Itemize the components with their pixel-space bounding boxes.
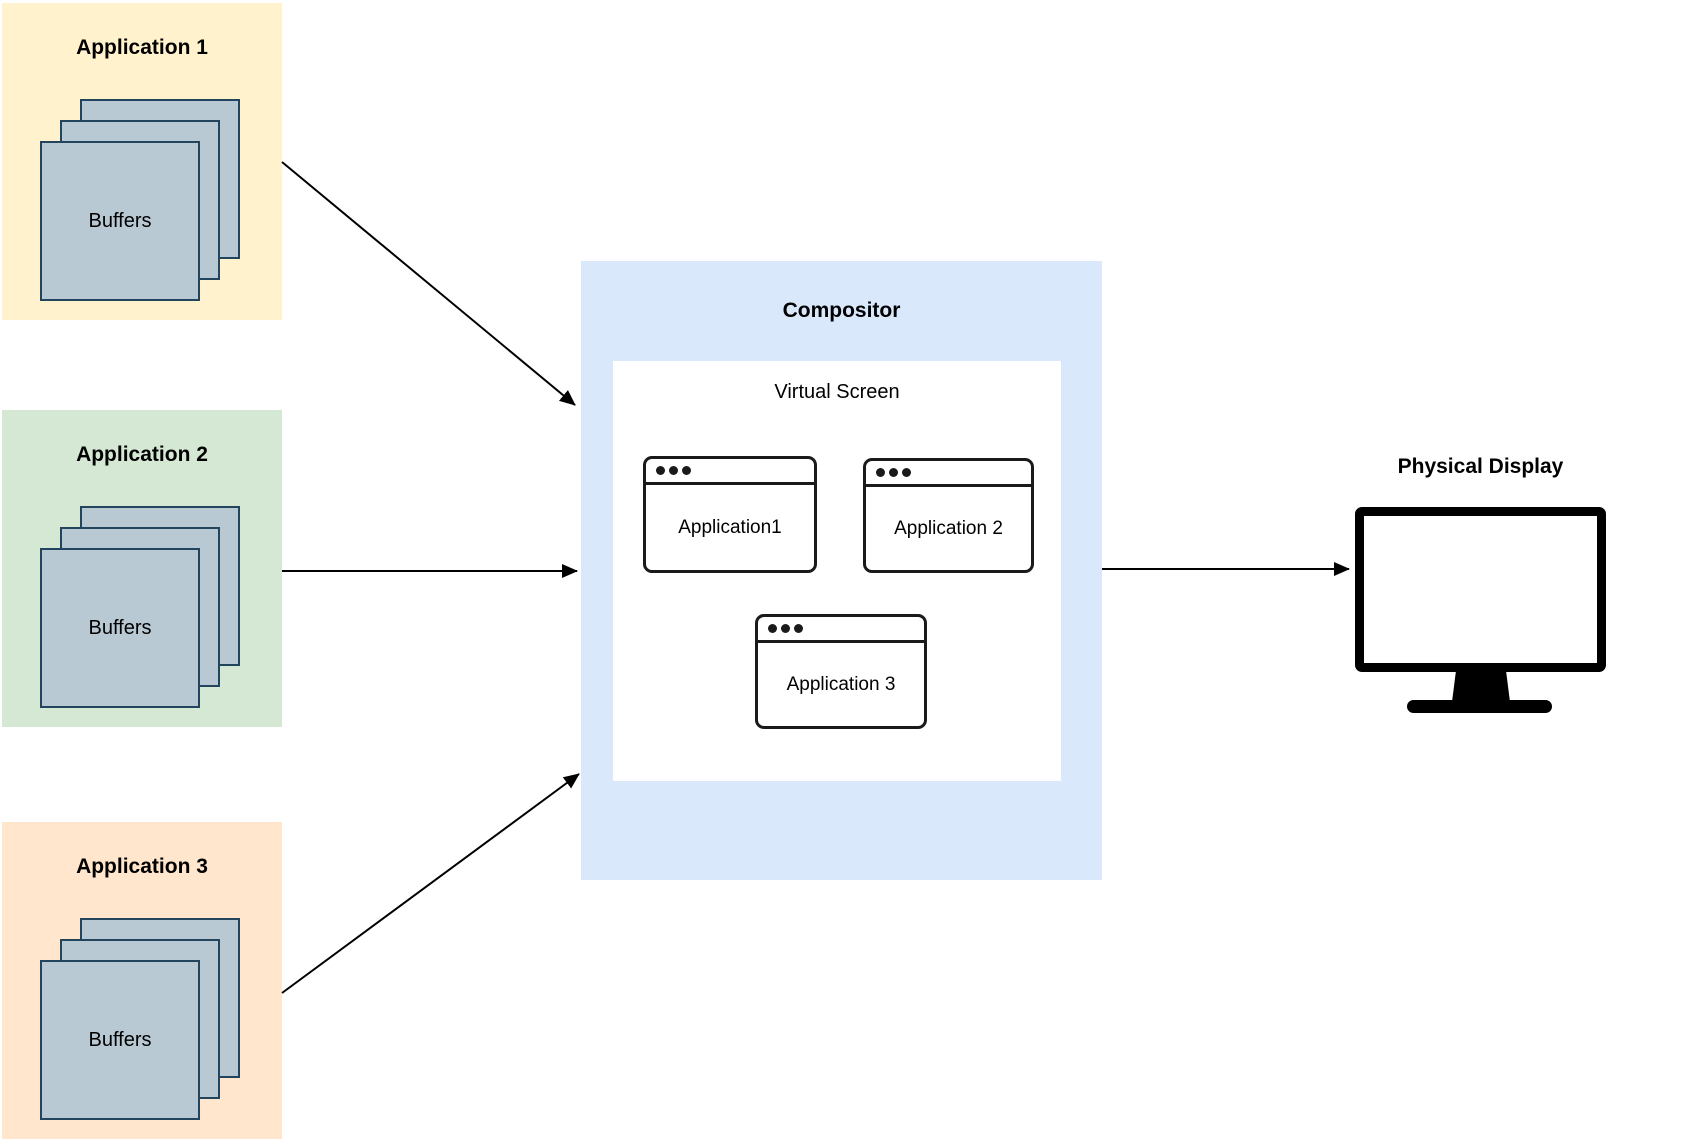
window-button-dot-icon xyxy=(794,624,803,633)
compositor-box: Compositor Virtual Screen Application1 A… xyxy=(581,261,1102,880)
window-titlebar xyxy=(646,459,814,485)
application-1-buffer-stack: Buffers xyxy=(2,3,282,320)
application-1-box: Application 1 Buffers xyxy=(2,3,282,320)
window-titlebar xyxy=(866,461,1031,487)
arrow-app1-to-compositor xyxy=(281,161,576,406)
buffers-label: Buffers xyxy=(88,616,152,639)
compositor-title: Compositor xyxy=(782,299,901,322)
window-titlebar xyxy=(758,617,924,643)
window-button-dot-icon xyxy=(781,624,790,633)
application-2-title: Application 2 xyxy=(76,443,208,466)
monitor-stand-neck xyxy=(1452,670,1510,702)
application-3-title: Application 3 xyxy=(76,855,208,878)
arrow-app3-to-compositor xyxy=(281,773,580,994)
virtual-screen-box: Virtual Screen Application1 Application … xyxy=(613,361,1061,781)
window-application-3: Application 3 xyxy=(755,614,927,729)
application-2-buffer-stack: Buffers xyxy=(2,410,282,727)
application-3-buffer-stack: Buffers xyxy=(2,822,282,1139)
buffers-label: Buffers xyxy=(88,1028,152,1051)
window-application-2: Application 2 xyxy=(863,458,1034,573)
monitor-icon xyxy=(1355,507,1606,672)
window-button-dot-icon xyxy=(669,466,678,475)
window-button-dot-icon xyxy=(889,468,898,477)
window-button-dot-icon xyxy=(656,466,665,475)
window-button-dot-icon xyxy=(876,468,885,477)
buffer-square-front: Buffers xyxy=(40,548,200,708)
window-button-dot-icon xyxy=(682,466,691,475)
window-label: Application 3 xyxy=(786,673,896,695)
application-3-box: Application 3 Buffers xyxy=(2,822,282,1139)
window-button-dot-icon xyxy=(768,624,777,633)
buffers-label: Buffers xyxy=(88,209,152,232)
virtual-screen-title: Virtual Screen xyxy=(774,381,900,403)
application-2-box: Application 2 Buffers xyxy=(2,410,282,727)
window-application-1: Application1 xyxy=(643,456,817,573)
application-1-title: Application 1 xyxy=(76,36,208,59)
window-label: Application 2 xyxy=(894,517,1003,539)
physical-display-title: Physical Display xyxy=(1397,455,1564,478)
window-button-dot-icon xyxy=(902,468,911,477)
window-label: Application1 xyxy=(678,516,782,538)
monitor-stand-base xyxy=(1407,700,1552,713)
buffer-square-front: Buffers xyxy=(40,141,200,301)
buffer-square-front: Buffers xyxy=(40,960,200,1120)
